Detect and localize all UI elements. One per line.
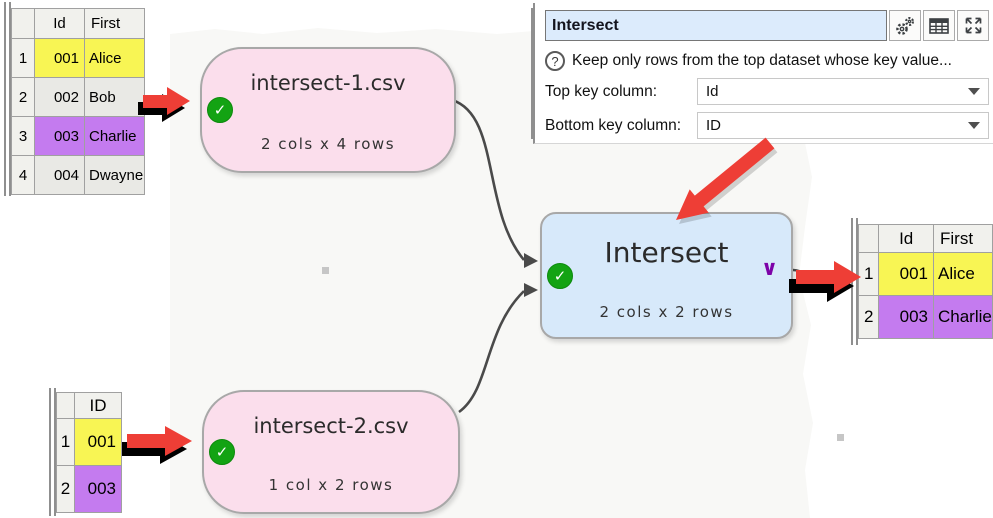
transform-description: Keep only rows from the top dataset whos… xyxy=(572,52,952,69)
data-cell[interactable]: 002 xyxy=(34,77,85,117)
column-header[interactable]: First xyxy=(933,224,993,253)
settings-button[interactable] xyxy=(889,10,921,41)
node-intersect-1-csv[interactable]: ✓ intersect-1.csv 2 cols x 4 rows xyxy=(200,47,456,173)
top-key-column-row: Top key column: Id xyxy=(545,78,989,105)
pane-divider[interactable] xyxy=(851,218,858,345)
pane-divider[interactable] xyxy=(4,2,11,196)
data-cell[interactable]: 001 xyxy=(34,38,85,78)
data-cell[interactable]: Dwayne xyxy=(84,155,145,195)
row-number[interactable]: 2 xyxy=(857,295,880,339)
caret-down-icon xyxy=(968,122,980,129)
data-cell[interactable]: 003 xyxy=(74,465,122,513)
bottom-key-column-value: ID xyxy=(706,117,721,134)
top-key-column-label: Top key column: xyxy=(545,82,657,100)
row-number[interactable]: 3 xyxy=(11,116,35,156)
transform-options-panel: ? Keep only rows from the top dataset wh… xyxy=(533,3,993,144)
data-cell[interactable]: 001 xyxy=(878,252,934,296)
row-number[interactable]: 2 xyxy=(56,465,75,513)
bottom-key-column-label: Bottom key column: xyxy=(545,116,682,134)
node-title: intersect-1.csv xyxy=(250,71,406,95)
expand-icon xyxy=(963,15,984,36)
node-title: intersect-2.csv xyxy=(253,414,409,438)
chevron-down-icon[interactable]: ∨ xyxy=(760,256,778,280)
bottom-key-column-select[interactable]: ID xyxy=(697,112,989,139)
column-header[interactable]: Id xyxy=(34,8,85,39)
corner-cell xyxy=(11,8,35,39)
canvas-grid-dot xyxy=(322,267,329,274)
transform-name-input[interactable] xyxy=(545,10,887,41)
node-title: Intersect xyxy=(604,236,729,269)
column-header[interactable]: Id xyxy=(878,224,934,253)
node-size-label: 2 cols x 2 rows xyxy=(599,303,734,321)
data-cell[interactable]: Bob xyxy=(84,77,145,117)
maximize-button[interactable] xyxy=(957,10,989,41)
data-cell[interactable]: Charlie xyxy=(933,295,993,339)
node-intersect[interactable]: ✓ Intersect ∨ 2 cols x 2 rows xyxy=(540,212,793,339)
row-number[interactable]: 1 xyxy=(857,252,880,296)
help-icon[interactable]: ? xyxy=(545,51,565,71)
check-icon: ✓ xyxy=(209,439,235,465)
data-cell[interactable]: 003 xyxy=(878,295,934,339)
row-number[interactable]: 1 xyxy=(56,418,75,466)
node-intersect-2-csv[interactable]: ✓ intersect-2.csv 1 col x 2 rows xyxy=(202,390,460,514)
gear-icon xyxy=(894,15,916,37)
data-cell[interactable]: Charlie xyxy=(84,116,145,156)
column-header[interactable]: First xyxy=(84,8,145,39)
data-cell[interactable]: 003 xyxy=(34,116,85,156)
data-cell[interactable]: 001 xyxy=(74,418,122,466)
node-size-label: 2 cols x 4 rows xyxy=(260,135,396,153)
data-cell[interactable]: 004 xyxy=(34,155,85,195)
node-size-label: 1 col x 2 rows xyxy=(268,476,394,494)
pane-divider[interactable] xyxy=(49,388,56,516)
corner-cell xyxy=(857,224,880,253)
panel-toolbar xyxy=(545,10,989,41)
top-key-column-value: Id xyxy=(706,83,719,100)
table-icon xyxy=(928,16,950,36)
row-number[interactable]: 1 xyxy=(11,38,35,78)
column-header[interactable]: ID xyxy=(74,392,122,419)
bottom-key-column-row: Bottom key column: ID xyxy=(545,112,989,139)
caret-down-icon xyxy=(968,88,980,95)
row-number[interactable]: 2 xyxy=(11,77,35,117)
check-icon: ✓ xyxy=(207,97,233,123)
canvas-grid-dot xyxy=(837,434,844,441)
data-cell[interactable]: Alice xyxy=(933,252,993,296)
data-cell[interactable]: Alice xyxy=(84,38,145,78)
top-key-column-select[interactable]: Id xyxy=(697,78,989,105)
check-icon: ✓ xyxy=(547,262,573,289)
show-table-button[interactable] xyxy=(923,10,955,41)
row-number[interactable]: 4 xyxy=(11,155,35,195)
corner-cell xyxy=(56,392,75,419)
help-row: ? Keep only rows from the top dataset wh… xyxy=(545,51,989,71)
